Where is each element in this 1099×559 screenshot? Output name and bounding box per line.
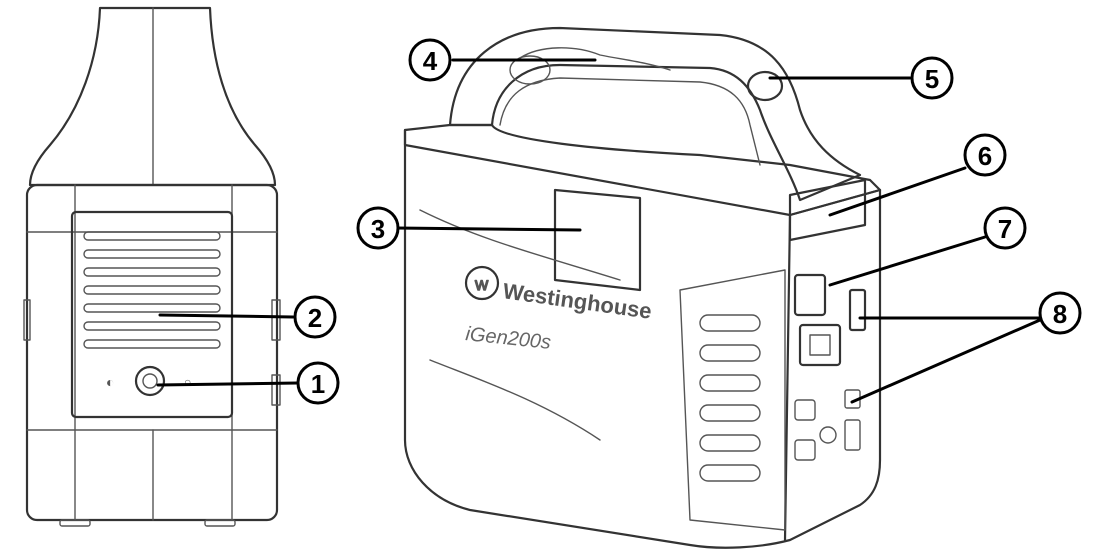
callout-7: 7 — [983, 206, 1027, 250]
display-panel-shape — [553, 188, 642, 292]
callout-5: 5 — [910, 56, 954, 100]
callout-2-label: 2 — [308, 303, 322, 333]
brand-name: Westinghouse — [501, 278, 653, 324]
power-button-shape — [134, 365, 166, 397]
vent-slats — [83, 231, 221, 349]
handle-button-shape — [746, 70, 784, 102]
callout-4: 4 — [408, 38, 452, 82]
front-view: W Westinghouse iGen200s — [403, 26, 882, 549]
svg-text:W: W — [475, 277, 489, 293]
side-view: ◐ ○ — [23, 6, 281, 527]
callout-1-label: 1 — [311, 369, 325, 399]
callout-3: 3 — [356, 206, 400, 250]
callout-7-label: 7 — [998, 214, 1012, 244]
ac-outlet-2 — [798, 323, 842, 367]
side-vent-panel — [70, 210, 234, 419]
svg-text:○: ○ — [184, 375, 191, 389]
ac-outlet-1 — [793, 273, 827, 317]
callout-8: 8 — [1038, 291, 1082, 335]
callout-4-label: 4 — [423, 46, 438, 76]
callout-3-label: 3 — [371, 214, 385, 244]
usb-port-top — [848, 288, 867, 332]
brand-logo — [464, 265, 500, 301]
callout-1: 1 — [296, 361, 340, 405]
leader-lines — [156, 58, 1042, 404]
callout-6-label: 6 — [978, 141, 992, 171]
svg-text:◐: ◐ — [106, 374, 114, 390]
callout-5-label: 5 — [925, 64, 939, 94]
callout-6: 6 — [963, 133, 1007, 177]
callout-2: 2 — [293, 295, 337, 339]
model-name: iGen200s — [464, 323, 551, 354]
side-face-slots — [699, 314, 761, 482]
callout-8-label: 8 — [1053, 299, 1067, 329]
top-outlet-cover-shape — [788, 178, 867, 242]
